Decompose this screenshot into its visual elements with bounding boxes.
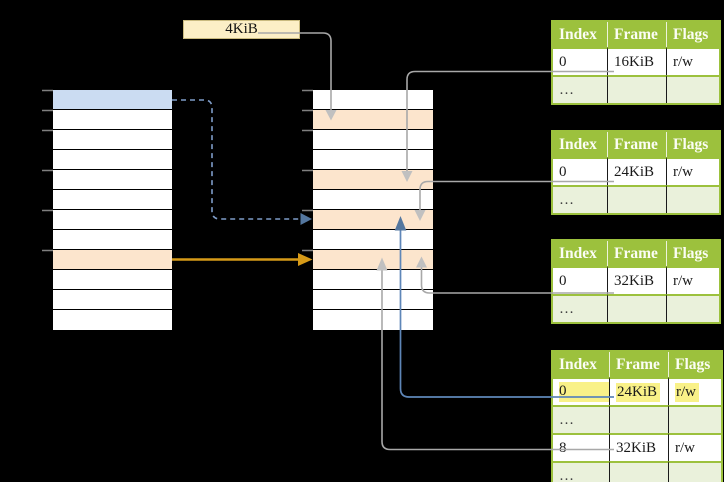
page-table-cell <box>609 405 668 433</box>
page-table-cell: r/w <box>666 266 719 294</box>
page-table-cell: 0 <box>553 377 609 405</box>
memory-row-9 <box>313 250 433 270</box>
page-table-cell: 0 <box>553 47 607 75</box>
memory-row-12 <box>53 310 172 330</box>
memory-row-1 <box>53 90 172 110</box>
column-header: Frame <box>609 352 668 377</box>
page-table-cell: r/w <box>668 377 721 405</box>
arrowhead-right-icon <box>298 253 313 266</box>
column-header: Flags <box>666 22 719 47</box>
memory-row-12 <box>313 310 433 330</box>
column-header: Index <box>553 132 607 157</box>
left-memory-table <box>52 89 173 331</box>
memory-row-6 <box>313 190 433 210</box>
column-header: Index <box>553 352 609 377</box>
page-table-cell: 16KiB <box>607 47 666 75</box>
memory-row-5 <box>53 170 172 190</box>
highlighted-value: r/w <box>675 382 699 402</box>
column-header: Frame <box>607 22 666 47</box>
arrowhead-right-icon <box>300 213 312 225</box>
memory-row-3 <box>313 130 433 150</box>
page-table-cell <box>668 461 721 482</box>
highlighted-value: 24KiB <box>616 382 661 402</box>
memory-row-8 <box>53 230 172 250</box>
page-table-cell: 32KiB <box>607 266 666 294</box>
page-table-cell <box>609 461 668 482</box>
page-table-cell: 24KiB <box>609 377 668 405</box>
page-table-row: … <box>553 185 719 213</box>
memory-row-3 <box>53 130 172 150</box>
page-table-cell <box>666 294 719 322</box>
page-table-cell <box>666 185 719 213</box>
page-size-label: 4KiB <box>183 20 300 39</box>
memory-row-5 <box>313 170 433 190</box>
arrow-left-page-to-frame-dashed <box>172 99 301 220</box>
page-table-cell: 8 <box>553 433 609 461</box>
page-table-cell: … <box>553 461 609 482</box>
memory-row-8 <box>313 230 433 250</box>
page-table-row: … <box>553 294 719 322</box>
memory-row-10 <box>313 270 433 290</box>
page-table-cell <box>666 75 719 103</box>
memory-row-9 <box>53 250 172 270</box>
column-header: Index <box>553 22 607 47</box>
page-table-cell: r/w <box>668 433 721 461</box>
middle-memory-table <box>312 89 434 331</box>
memory-row-4 <box>313 150 433 170</box>
memory-row-7 <box>313 210 433 230</box>
column-header: Frame <box>607 132 666 157</box>
memory-row-10 <box>53 270 172 290</box>
memory-row-6 <box>53 190 172 210</box>
page-table-cell: 24KiB <box>607 157 666 185</box>
memory-row-7 <box>53 210 172 230</box>
column-header: Flags <box>666 241 719 266</box>
column-header: Flags <box>666 132 719 157</box>
page-table-cell: … <box>553 405 609 433</box>
page-table-cell <box>607 185 666 213</box>
memory-row-4 <box>53 150 172 170</box>
column-header: Index <box>553 241 607 266</box>
page-table-row: … <box>553 461 721 482</box>
column-header: Frame <box>607 241 666 266</box>
page-table-cell: 0 <box>553 157 607 185</box>
memory-row-2 <box>53 110 172 130</box>
page-table-cell: … <box>553 294 607 322</box>
page-table-cell: r/w <box>666 47 719 75</box>
page-table-cell: … <box>553 185 607 213</box>
memory-row-1 <box>313 90 433 110</box>
page-table-row: … <box>553 75 719 103</box>
column-header: Flags <box>668 352 721 377</box>
memory-row-11 <box>313 290 433 310</box>
page-table-cell <box>607 75 666 103</box>
page-table-cell <box>607 294 666 322</box>
memory-row-2 <box>313 110 433 130</box>
page-table-row: 0 24KiB r/w <box>553 377 721 405</box>
page-table-cell <box>668 405 721 433</box>
page-table-cell: 32KiB <box>609 433 668 461</box>
highlighted-value: 0 <box>559 382 609 402</box>
page-table-cell: … <box>553 75 607 103</box>
page-table-cell: r/w <box>666 157 719 185</box>
page-table-row: … <box>553 405 721 433</box>
memory-row-11 <box>53 290 172 310</box>
page-table-cell: 0 <box>553 266 607 294</box>
